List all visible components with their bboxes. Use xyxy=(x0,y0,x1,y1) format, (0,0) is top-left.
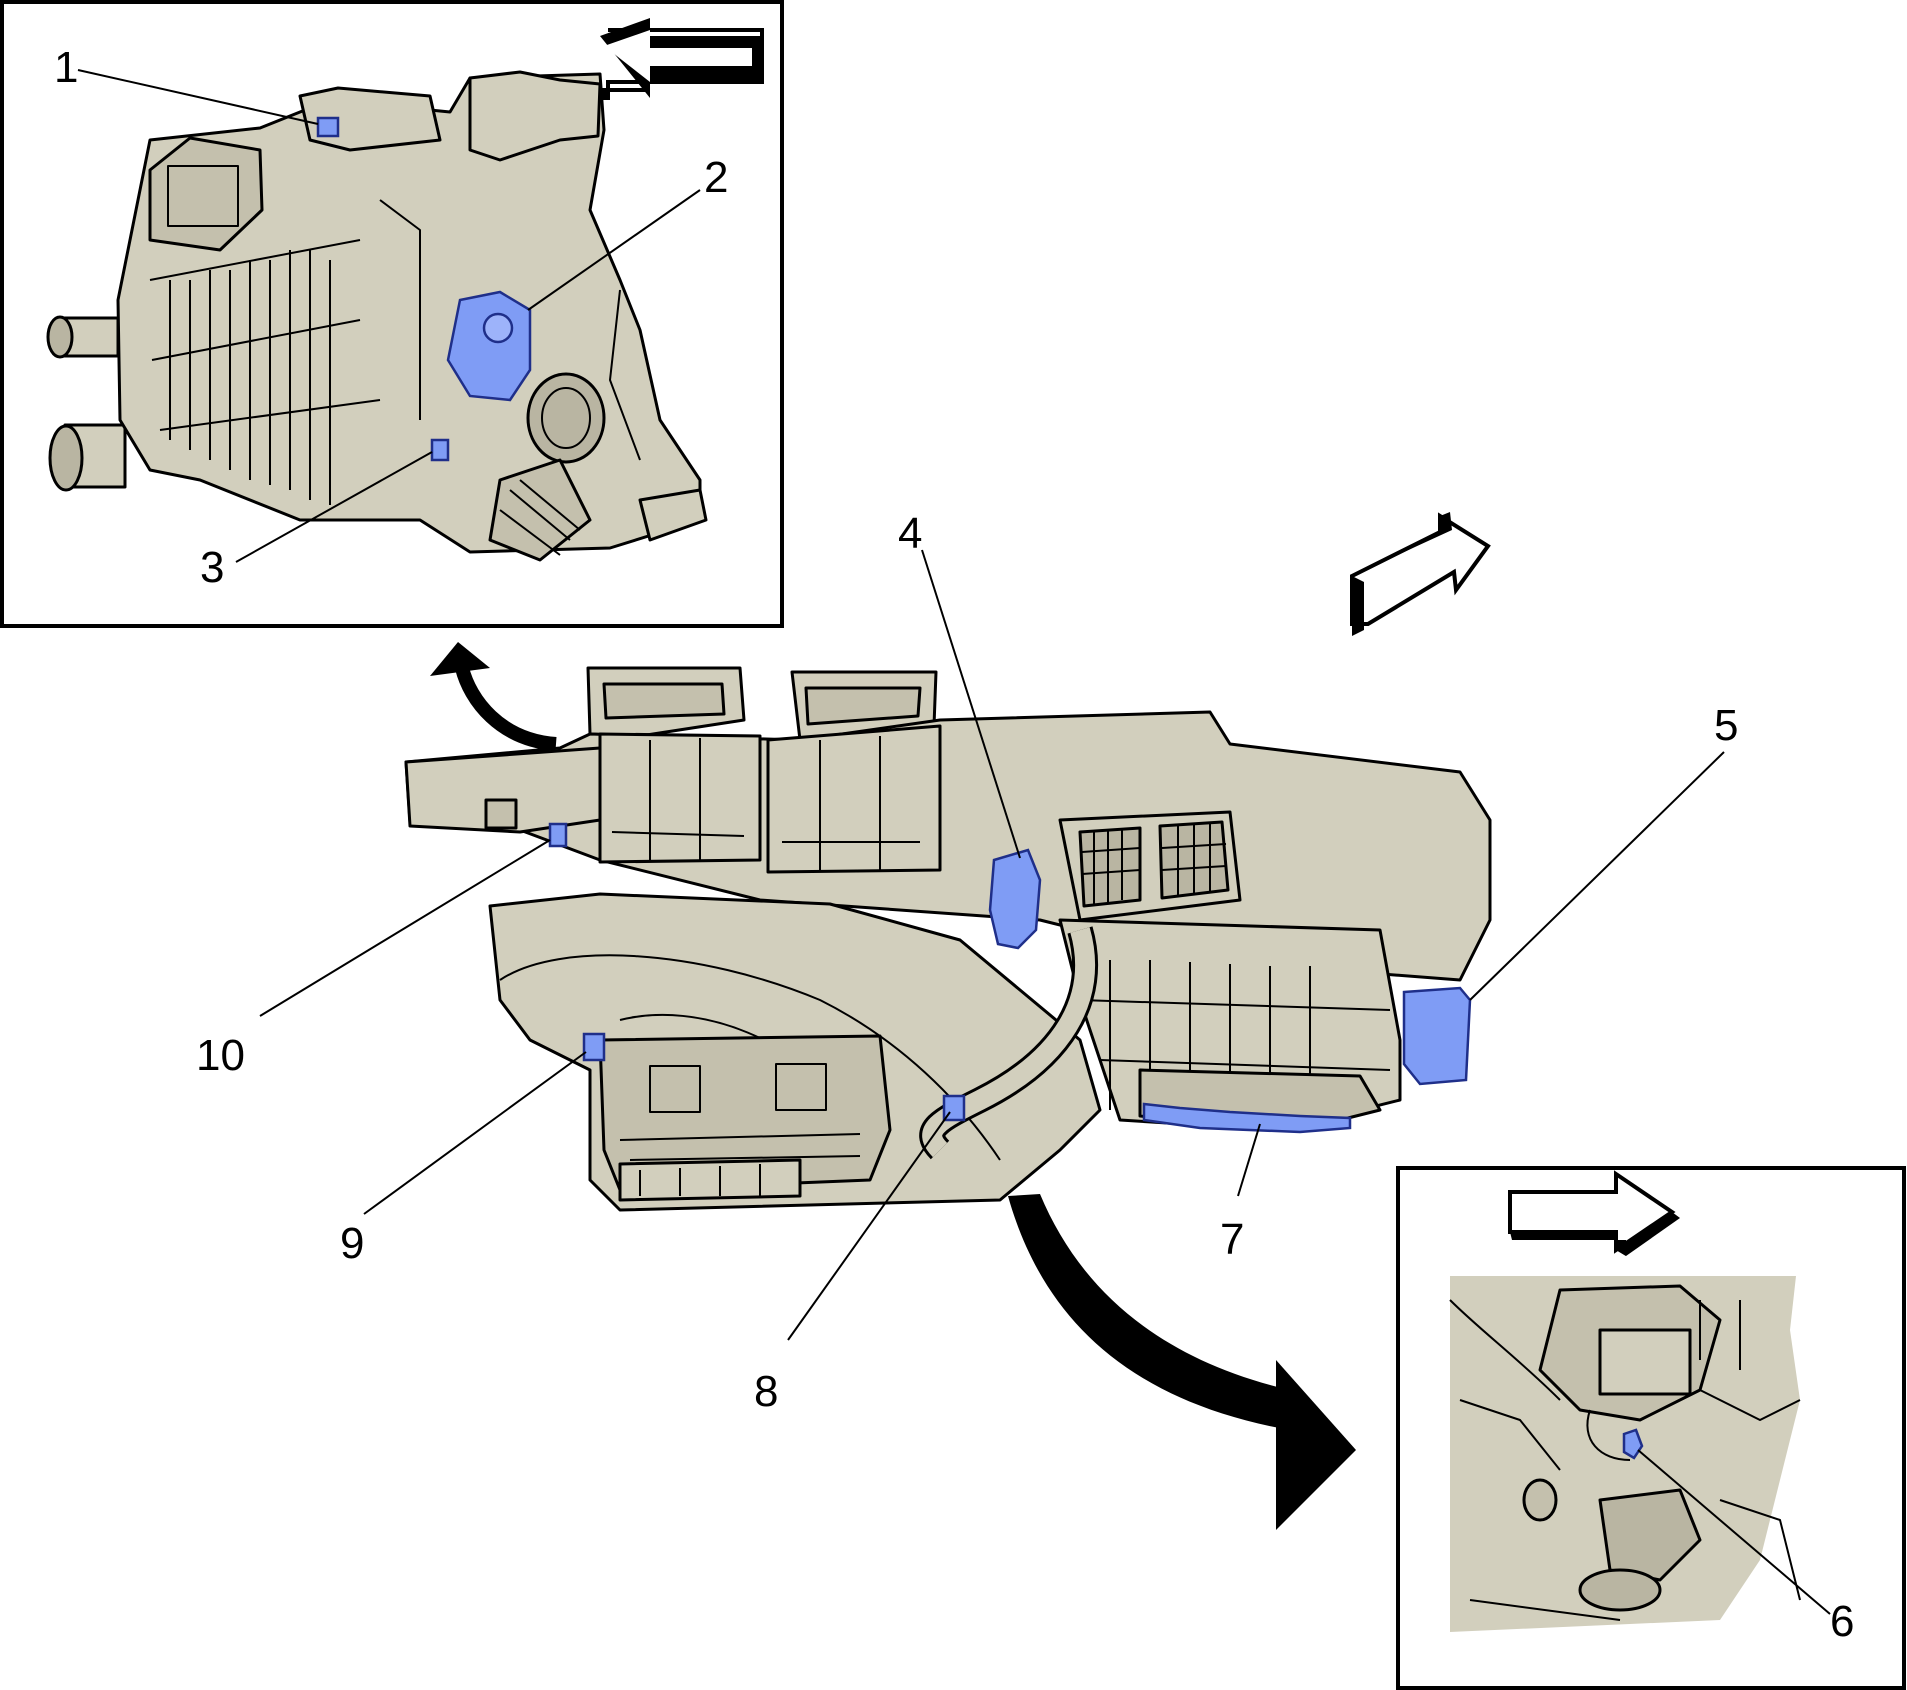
pipe-lower-end xyxy=(48,424,84,492)
hvac-module-main-view xyxy=(404,666,1492,1212)
callout-2: 2 xyxy=(704,153,728,202)
actuator-5 xyxy=(1402,986,1472,1086)
leader-9 xyxy=(363,1051,587,1215)
callout-7: 7 xyxy=(1220,1215,1244,1264)
detail-frame-bottom-right xyxy=(1396,1166,1906,1690)
leader-1 xyxy=(77,69,319,125)
actuator-3 xyxy=(430,438,450,462)
actuator-10 xyxy=(548,822,568,848)
actuator-9 xyxy=(582,1032,606,1062)
callout-6: 6 xyxy=(1830,1597,1854,1646)
leader-6 xyxy=(1637,1449,1831,1615)
direction-arrow-left-icon xyxy=(600,18,764,100)
callout-9: 9 xyxy=(340,1219,364,1268)
actuator-4 xyxy=(988,848,1042,950)
leader-10 xyxy=(259,839,551,1017)
leader-4 xyxy=(921,549,1021,859)
detail-frame-top-left xyxy=(0,0,784,628)
direction-arrow-up-right-icon xyxy=(1350,512,1491,636)
leader-2 xyxy=(527,189,701,311)
pointer-arrow-to-bottom-detail-icon xyxy=(1008,1194,1356,1530)
filter-box xyxy=(598,1034,892,1192)
leader-3 xyxy=(235,451,433,563)
callout-10: 10 xyxy=(196,1031,245,1080)
round-vent xyxy=(526,372,606,464)
callout-8: 8 xyxy=(754,1367,778,1416)
hvac-case-rear-view xyxy=(46,70,708,562)
callout-4: 4 xyxy=(898,509,922,558)
actuator-1 xyxy=(316,116,340,138)
leader-7 xyxy=(1237,1123,1261,1197)
direction-arrow-right-icon xyxy=(1508,1170,1680,1256)
callout-5: 5 xyxy=(1714,701,1738,750)
leader-8 xyxy=(787,1111,951,1341)
detail-view-bottom-right: 6 xyxy=(1396,1166,1906,1690)
leader-5 xyxy=(1469,751,1725,1001)
closeup-housing xyxy=(1449,1276,1801,1632)
pointer-arrow-to-top-detail-icon xyxy=(430,642,557,751)
pipe-upper-end xyxy=(46,315,74,359)
callout-1: 1 xyxy=(54,43,78,92)
callout-3: 3 xyxy=(200,543,224,592)
actuator-6 xyxy=(1622,1428,1644,1460)
detail-view-top-left: 1 2 3 xyxy=(0,0,784,628)
actuator-7 xyxy=(1142,1102,1352,1134)
